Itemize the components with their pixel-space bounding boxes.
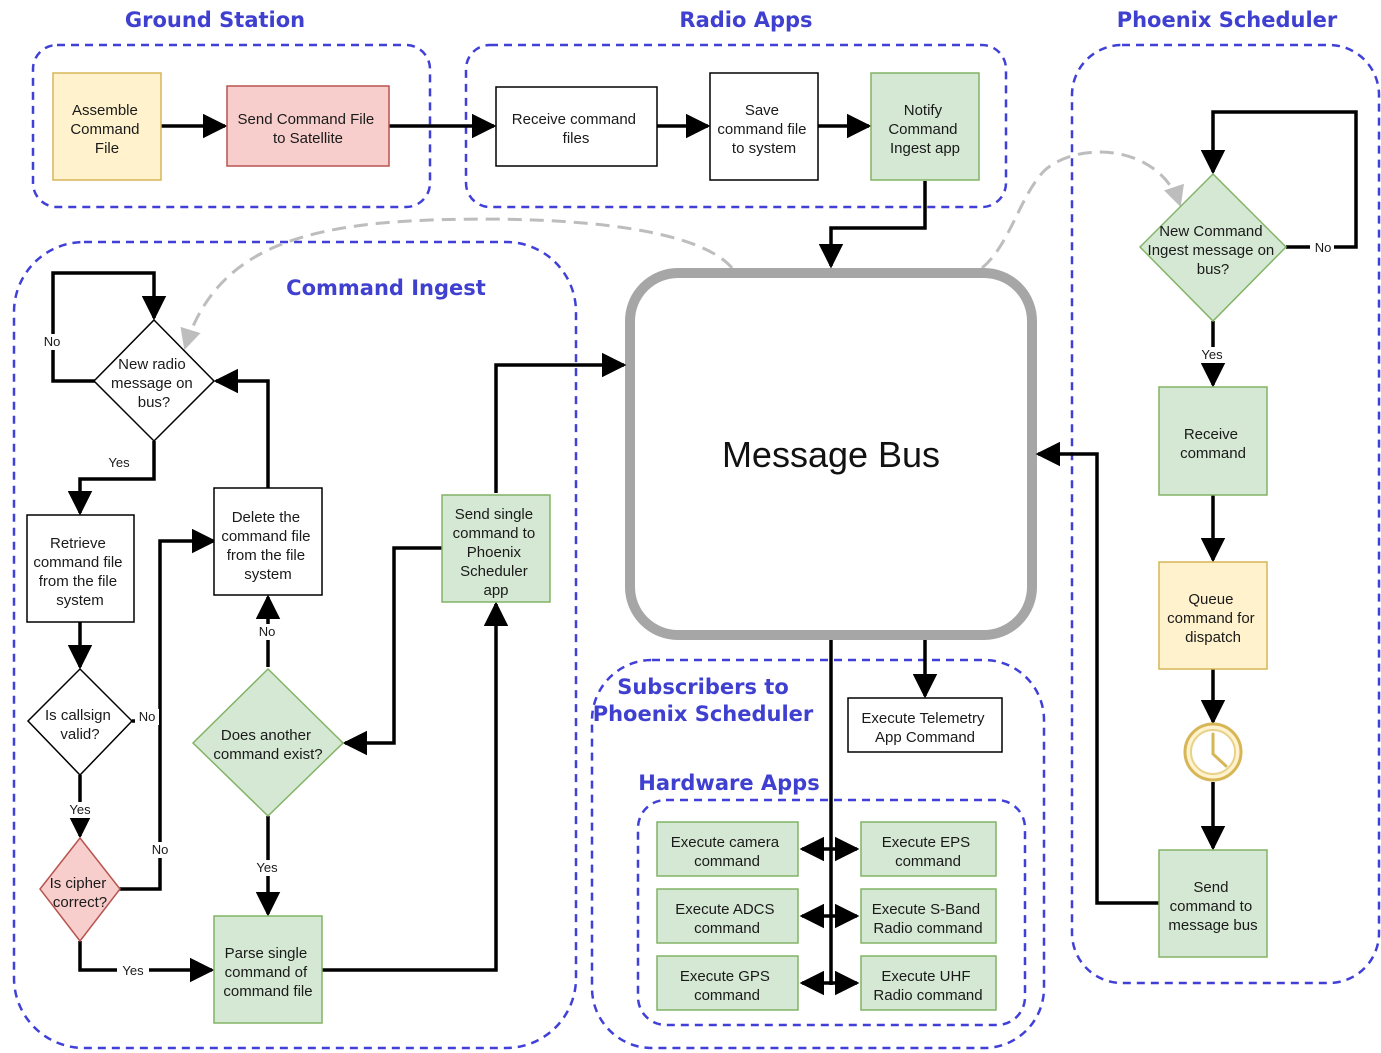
edge-send-single-to-bus — [494, 352, 627, 493]
cipher-no-label: No — [152, 842, 169, 857]
execute-camera-text: Execute camera command — [671, 834, 784, 870]
callsign-valid-diamond — [26, 667, 134, 777]
callsign-no-label-bg — [135, 709, 159, 725]
radio-apps-title: Radio Apps — [679, 8, 812, 32]
bus-to-scheduler-dashed-arrow — [981, 150, 1184, 270]
parse-single-command-text: Parse single command of command file — [223, 945, 312, 1000]
execute-sband-text: Execute S-Band Radio command — [872, 901, 985, 937]
another-no-label-bg — [256, 624, 280, 640]
execute-camera-box — [656, 821, 799, 877]
send-command-file-box — [226, 85, 390, 167]
cipher-correct-text: Is cipher correct? — [50, 875, 111, 911]
another-command-diamond — [191, 667, 345, 818]
new-radio-message-text: New radio message on bus? — [111, 356, 197, 411]
callsign-valid-text: Is callsign valid? — [45, 707, 115, 743]
execute-eps-text: Execute EPS command — [882, 834, 975, 870]
parse-single-command-box — [213, 915, 323, 1024]
edge-notify-to-bus — [818, 181, 927, 269]
edge-send-to-bus — [1035, 441, 1159, 905]
assemble-command-text: Assemble Command File — [70, 102, 143, 157]
callsign-yes-label: Yes — [69, 802, 91, 817]
cipher-yes-label-bg — [117, 963, 149, 979]
delete-command-file-text: Delete the command file from the file sy… — [221, 509, 314, 583]
message-bus — [625, 268, 1037, 640]
notify-command-ingest-text: Notify Command Ingest app — [888, 102, 961, 157]
execute-gps-box — [656, 955, 799, 1011]
another-yes-label: Yes — [256, 860, 278, 875]
cipher-no-label-bg — [148, 842, 172, 858]
edge-parse-to-send-single — [322, 601, 509, 972]
execute-adcs-box — [656, 888, 799, 944]
queue-command-text: Queue command for dispatch — [1167, 591, 1259, 646]
edge-radio-yes — [67, 441, 156, 516]
execute-sband-box — [860, 888, 997, 944]
edge-cipher-no — [112, 528, 217, 891]
retrieve-command-file-box — [26, 514, 135, 623]
assemble-command-box — [52, 72, 162, 181]
save-command-file-box — [709, 72, 819, 181]
execute-adcs-text: Execute ADCS command — [675, 901, 778, 937]
delete-command-file-box — [213, 487, 323, 596]
receive-command-files-box — [495, 86, 658, 167]
receive-command-text: Receive command — [1180, 426, 1246, 462]
send-single-command-box — [441, 494, 551, 603]
ground-station-title: Ground Station — [125, 8, 305, 32]
receive-command-files-text: Receive command files — [512, 111, 640, 147]
phoenix-scheduler-title: Phoenix Scheduler — [1117, 8, 1338, 32]
callsign-no-label: No — [139, 709, 156, 724]
save-command-file-text: Save command file to system — [717, 102, 810, 157]
subscribers-title-line1: Subscribers to — [617, 675, 789, 699]
new-radio-message-diamond — [92, 318, 216, 443]
cipher-correct-diamond — [39, 836, 121, 943]
another-yes-label-bg — [251, 860, 283, 876]
receive-command-box — [1158, 386, 1268, 496]
execute-telemetry-text: Execute Telemetry App Command — [861, 710, 988, 746]
clock-icon — [1183, 722, 1243, 782]
callsign-yes-label-bg — [64, 802, 96, 818]
hardware-apps-title: Hardware Apps — [638, 771, 819, 795]
edge-delete-to-radio — [213, 368, 270, 488]
ground-station-group — [31, 43, 432, 209]
command-ingest-group — [12, 240, 578, 1050]
radio-no-label-bg — [41, 334, 63, 350]
subscribers-title-line2: Phoenix Scheduler — [593, 702, 814, 726]
phoenix-scheduler-group — [1070, 43, 1381, 985]
another-no-label: No — [259, 624, 276, 639]
edge-cipher-yes — [78, 941, 215, 983]
send-command-file-text: Send Command File to Satellite — [238, 111, 379, 147]
queue-command-box — [1158, 561, 1268, 670]
execute-uhf-text: Execute UHF Radio command — [873, 968, 982, 1004]
radio-no-label: No — [44, 334, 61, 349]
send-single-command-text: Send single command to Phoenix Scheduler… — [453, 506, 540, 599]
edge-radio-no-loop — [51, 271, 167, 383]
cipher-yes-label: Yes — [122, 963, 144, 978]
ingest-no-label-bg — [1310, 240, 1334, 256]
another-command-text: Does another command exist? — [213, 727, 322, 763]
notify-command-ingest-box — [870, 72, 980, 181]
message-bus-label: Message Bus — [722, 434, 940, 475]
new-ingest-message-diamond — [1138, 172, 1288, 323]
command-ingest-title: Command Ingest — [286, 276, 486, 300]
radio-yes-label: Yes — [108, 455, 130, 470]
subscribers-group — [590, 658, 1046, 1050]
execute-eps-box — [860, 821, 997, 877]
send-command-to-bus-box — [1158, 849, 1268, 958]
execute-uhf-box — [860, 955, 997, 1011]
bus-to-command-ingest-dashed-arrow — [180, 217, 734, 351]
ingest-yes-label: Yes — [1201, 347, 1223, 362]
send-command-to-bus-text: Send command to message bus — [1168, 879, 1257, 934]
ingest-no-label: No — [1315, 240, 1332, 255]
execute-gps-text: Execute GPS command — [680, 968, 774, 1004]
ingest-yes-label-bg — [1196, 347, 1228, 363]
new-ingest-message-text: New Command Ingest message on bus? — [1148, 223, 1279, 278]
execute-telemetry-box — [847, 697, 1003, 753]
edge-send-single-to-another — [342, 546, 442, 756]
retrieve-command-file-text: Retrieve command file from the file syst… — [33, 535, 126, 609]
